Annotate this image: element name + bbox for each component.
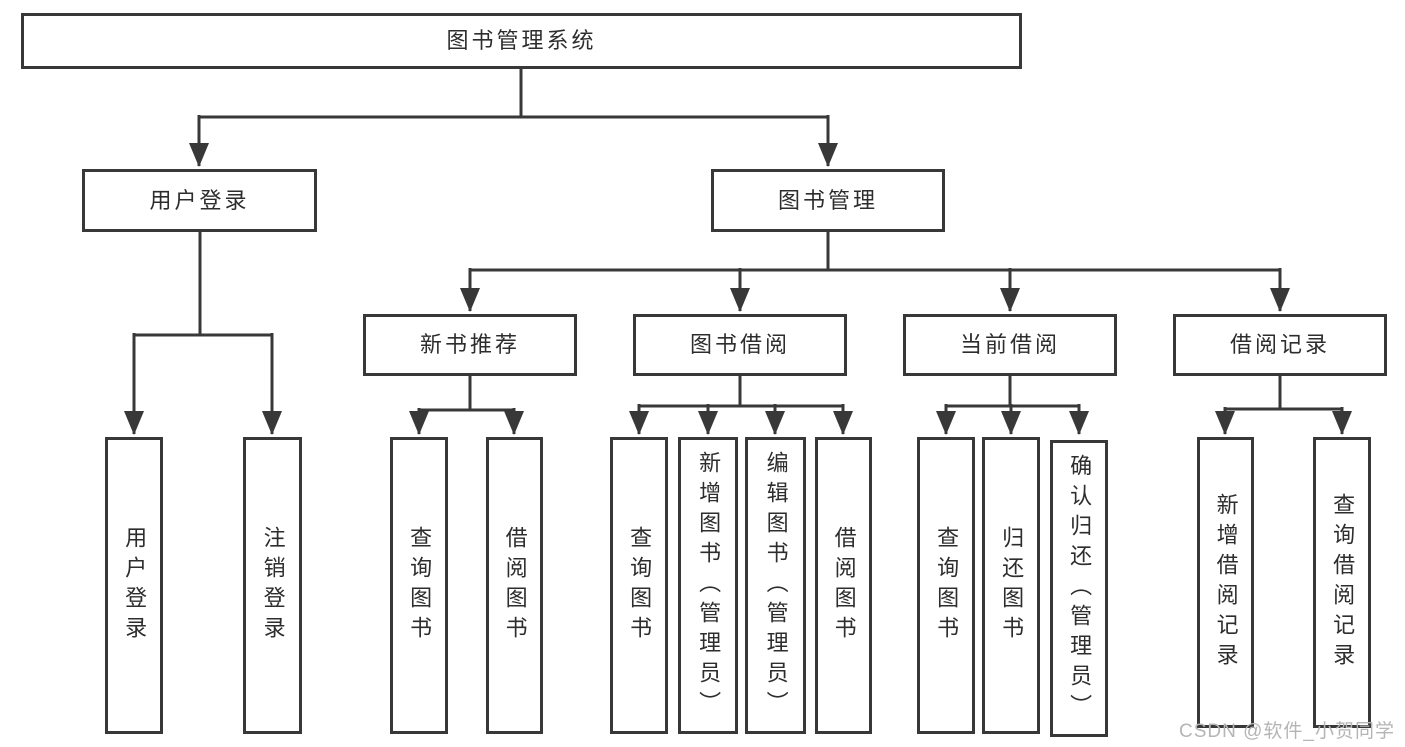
node-label: 查询图书 xyxy=(627,525,653,646)
node-label: 借阅记录 xyxy=(1229,332,1330,357)
node-new-book-recommend: 新书推荐 xyxy=(363,314,577,376)
node-label: 注销登录 xyxy=(260,525,286,646)
node-label: 图书借阅 xyxy=(689,332,790,357)
node-add-book-admin: 新增图书（管理员） xyxy=(678,437,738,734)
node-borrow-books: 借阅图书 xyxy=(815,437,872,734)
node-edit-book-admin: 编辑图书（管理员） xyxy=(745,437,806,734)
node-label: 查询借阅记录 xyxy=(1330,492,1356,673)
node-borrowing-records: 借阅记录 xyxy=(1173,314,1387,376)
node-add-borrow-record: 新增借阅记录 xyxy=(1197,437,1254,728)
node-book-management: 图书管理 xyxy=(711,169,945,232)
node-user-login-leaf: 用户登录 xyxy=(105,437,163,734)
node-borrow-books: 借阅图书 xyxy=(486,437,543,734)
node-label: 图书管理 xyxy=(777,187,878,213)
node-label: 用户登录 xyxy=(149,187,250,213)
node-query-books: 查询图书 xyxy=(917,437,975,734)
node-logout: 注销登录 xyxy=(243,437,302,734)
node-label: 用户登录 xyxy=(122,525,148,646)
node-label: 当前借阅 xyxy=(959,332,1060,357)
node-library-management-system: 图书管理系统 xyxy=(21,13,1022,69)
node-book-borrowing: 图书借阅 xyxy=(633,314,847,376)
node-query-borrow-record: 查询借阅记录 xyxy=(1313,437,1371,728)
node-label: 借阅图书 xyxy=(502,525,528,646)
node-label: 确认归还（管理员） xyxy=(1067,453,1093,724)
csdn-watermark: CSDN @软件_小贺同学 xyxy=(1179,721,1395,742)
node-label: 新书推荐 xyxy=(419,332,520,357)
node-label: 图书管理系统 xyxy=(446,28,597,53)
node-user-login: 用户登录 xyxy=(82,169,317,232)
node-query-books: 查询图书 xyxy=(610,437,668,734)
node-label: 查询图书 xyxy=(407,525,433,646)
node-label: 新增借阅记录 xyxy=(1213,492,1239,673)
node-label: 编辑图书（管理员） xyxy=(763,450,789,721)
node-label: 借阅图书 xyxy=(831,525,857,646)
node-return-books: 归还图书 xyxy=(982,437,1040,734)
node-label: 查询图书 xyxy=(934,525,960,646)
node-query-books: 查询图书 xyxy=(390,437,448,734)
node-label: 归还图书 xyxy=(999,525,1025,646)
node-confirm-return-admin: 确认归还（管理员） xyxy=(1050,440,1108,737)
node-current-borrowing: 当前借阅 xyxy=(903,314,1117,376)
node-label: 新增图书（管理员） xyxy=(696,450,722,721)
